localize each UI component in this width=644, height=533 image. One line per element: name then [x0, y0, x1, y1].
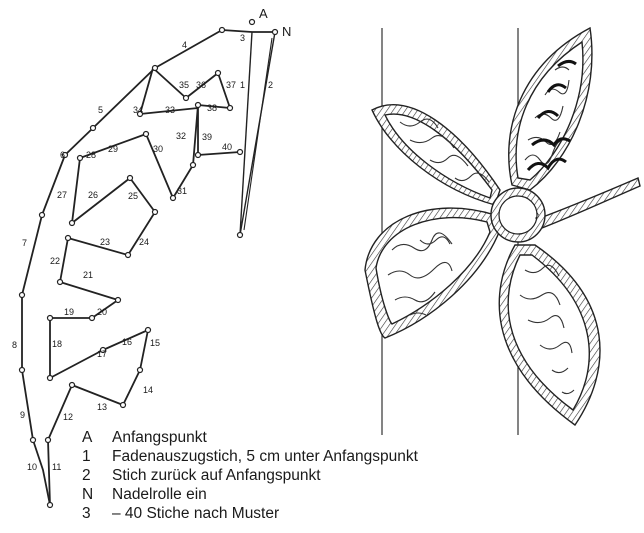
label-29: 29: [108, 144, 118, 154]
label-26: 26: [88, 190, 98, 200]
flower-center: [499, 196, 537, 234]
label-10: 10: [27, 462, 37, 472]
label-31: 31: [177, 186, 187, 196]
legend-key: 1: [82, 447, 112, 466]
label-17: 17: [97, 349, 107, 359]
thread-line-3: [244, 38, 272, 230]
label-18: 18: [52, 339, 62, 349]
label-21: 21: [83, 270, 93, 280]
label-19: 19: [64, 307, 74, 317]
label-4: 4: [182, 40, 187, 50]
label-5: 5: [98, 105, 103, 115]
stem-right: [540, 178, 640, 228]
label-38: 38: [207, 103, 217, 113]
legend-text: Stich zurück auf Anfangspunkt: [112, 466, 321, 485]
label-30: 30: [153, 144, 163, 154]
legend-key: 3: [82, 504, 112, 523]
label-7: 7: [22, 238, 27, 248]
label-40: 40: [222, 142, 232, 152]
legend-row-1: 1 Fadenauszugstich, 5 cm unter Anfangspu…: [82, 447, 418, 466]
label-13: 13: [97, 402, 107, 412]
label-11: 11: [52, 462, 61, 472]
label-6: 6: [60, 150, 65, 160]
label-16: 16: [122, 337, 132, 347]
label-25: 25: [128, 191, 138, 201]
stitch-legend: A Anfangspunkt 1 Fadenauszugstich, 5 cm …: [82, 428, 418, 523]
label-8: 8: [12, 340, 17, 350]
label-N: N: [282, 24, 291, 39]
label-36: 36: [196, 80, 206, 90]
label-3: 3: [240, 33, 245, 43]
legend-text: – 40 Stiche nach Muster: [112, 504, 279, 523]
label-9: 9: [20, 410, 25, 420]
label-37: 37: [226, 80, 236, 90]
legend-text: Anfangspunkt: [112, 428, 207, 447]
label-22: 22: [50, 256, 60, 266]
legend-row-a: A Anfangspunkt: [82, 428, 418, 447]
lace-flower-illustration: ♪: [365, 28, 640, 435]
label-27: 27: [57, 190, 67, 200]
legend-row-2: 2 Stich zurück auf Anfangspunkt: [82, 466, 418, 485]
legend-key: A: [82, 428, 112, 447]
thread-line-2: [240, 32, 275, 235]
label-2: 2: [268, 80, 273, 90]
legend-row-3: 3 – 40 Stiche nach Muster: [82, 504, 418, 523]
legend-row-n: N Nadelrolle ein: [82, 485, 418, 504]
label-14: 14: [143, 385, 153, 395]
thread-line-1: [240, 32, 252, 235]
label-33: 33: [165, 105, 175, 115]
label-35: 35: [179, 80, 189, 90]
legend-key: N: [82, 485, 112, 504]
label-A: A: [259, 6, 268, 21]
label-28: 28: [86, 150, 96, 160]
label-1: 1: [240, 80, 245, 90]
center-mark: ♪: [534, 208, 540, 222]
legend-text: Nadelrolle ein: [112, 485, 207, 504]
label-23: 23: [100, 237, 110, 247]
label-32: 32: [176, 131, 186, 141]
label-12: 12: [63, 412, 73, 422]
legend-key: 2: [82, 466, 112, 485]
label-20: 20: [97, 307, 107, 317]
label-39: 39: [202, 132, 212, 142]
legend-text: Fadenauszugstich, 5 cm unter Anfangspunk…: [112, 447, 418, 466]
label-24: 24: [139, 237, 149, 247]
label-15: 15: [150, 338, 160, 348]
label-34: 34: [133, 105, 143, 115]
